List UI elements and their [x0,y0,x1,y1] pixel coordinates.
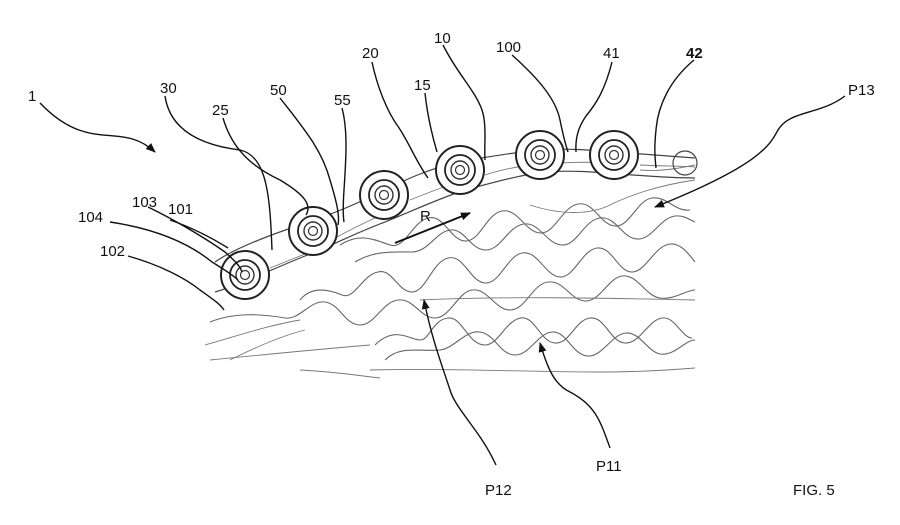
label-102: 102 [100,243,125,260]
roller [359,170,409,220]
roller [589,130,639,180]
label-104: 104 [78,209,103,226]
leader-25 [222,117,309,216]
leader-p11 [538,342,611,449]
leader-50 [279,97,340,226]
leader-100 [511,54,569,153]
roller [220,250,270,300]
label-103: 103 [132,194,157,211]
leader-lines [39,44,846,466]
leader-p12 [421,299,497,466]
label-30: 30 [160,80,177,97]
label-55: 55 [334,92,351,109]
leader-102 [127,255,225,311]
leader-101 [169,219,229,249]
label-100: 100 [496,39,521,56]
leader-10 [442,44,486,161]
leader-103 [147,206,243,273]
leader-20 [371,61,429,179]
label-15: 15 [414,77,431,94]
figure-caption: FIG. 5 [793,482,835,499]
label-25: 25 [212,102,229,119]
leader-15 [424,92,438,153]
label-50: 50 [270,82,287,99]
leader-p13 [654,95,846,208]
label-42: 42 [686,45,703,62]
label-20: 20 [362,45,379,62]
leader-30 [164,95,273,251]
roller [288,206,338,256]
label-10: 10 [434,30,451,47]
leader-55 [341,107,347,223]
roller [435,145,485,195]
label-r: R [420,208,431,225]
leader-104 [109,221,239,281]
sprocket-p12 [204,243,696,361]
label-p12: P12 [485,482,512,499]
roller [515,130,565,180]
leader-1 [39,102,156,153]
sprocket-p13 [339,164,696,263]
label-p11: P11 [596,458,622,475]
leader-42 [654,59,695,169]
sprocket-p11 [209,317,696,379]
label-p13: P13 [848,82,875,99]
rotation-arrow [394,212,471,244]
leader-41 [575,61,613,153]
label-1: 1 [28,88,36,105]
label-41: 41 [603,45,620,62]
label-101: 101 [168,201,193,218]
